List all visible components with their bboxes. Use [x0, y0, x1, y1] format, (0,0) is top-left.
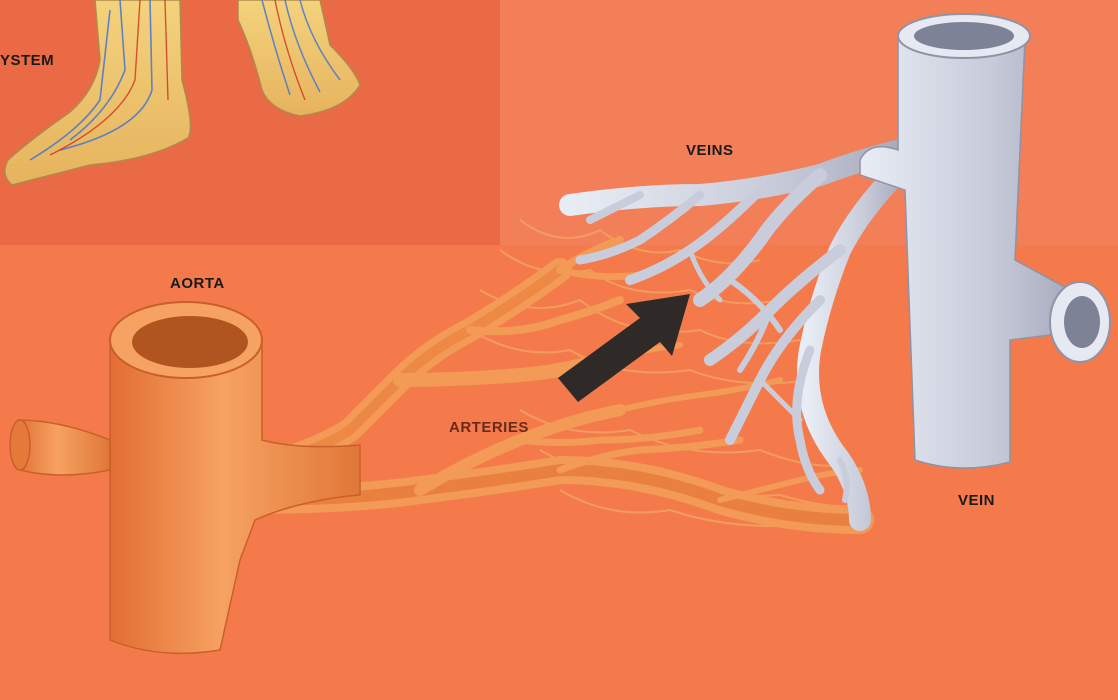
label-vein: VEIN [958, 492, 995, 509]
label-veins: VEINS [686, 142, 734, 159]
label-aorta: AORTA [170, 275, 225, 292]
label-system-fragment: YSTEM [0, 52, 54, 69]
vein-opening [914, 22, 1014, 50]
aorta-opening [132, 316, 248, 368]
vein-side-opening [1064, 296, 1100, 348]
label-arteries: ARTERIES [449, 419, 529, 436]
